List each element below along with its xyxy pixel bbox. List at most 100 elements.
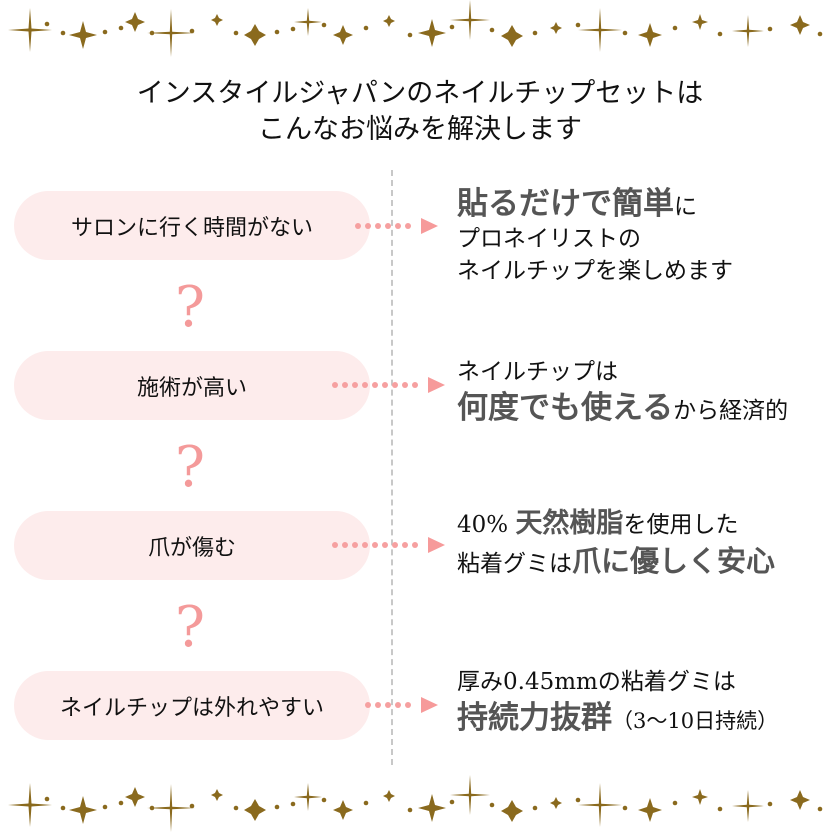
- sparkle-dot: [622, 805, 628, 811]
- solution-text: 厚み0.45mmの粘着グミは: [457, 669, 736, 695]
- sparkle-dot: [532, 805, 538, 811]
- problem-pill-1: サロンに行く時間がない: [14, 191, 370, 260]
- sparkle-dot: [321, 797, 327, 803]
- sparkle-dot: [407, 807, 413, 813]
- arrow-right-icon: [428, 537, 445, 553]
- sparkle-dot: [274, 804, 280, 810]
- solution-highlight: 持続力抜群: [457, 700, 612, 736]
- sparkle-icon: [211, 14, 223, 26]
- sparkle-icon: [383, 790, 395, 802]
- sparkle-dot: [149, 30, 155, 36]
- sparkle-dot: [575, 797, 581, 803]
- sparkle-icon: [125, 12, 145, 32]
- sparkle-icon: [8, 783, 52, 827]
- sparkle-dot: [489, 27, 495, 33]
- sparkle-icon: [692, 789, 708, 805]
- sparkle-icon: [501, 25, 523, 47]
- sparkle-dot: [489, 802, 495, 808]
- sparkle-dot: [672, 800, 678, 806]
- sparkle-icon: [450, 0, 490, 40]
- problem-label: サロンに行く時間がない: [70, 215, 313, 241]
- question-mark-icon: ?: [174, 435, 206, 500]
- sparkle-dot: [532, 30, 538, 36]
- sparkle-dot: [102, 804, 108, 810]
- solution-text: ネイルチップを楽しめます: [457, 258, 733, 284]
- sparkle-icon: [244, 799, 266, 821]
- solution-text: （3〜10日持続）: [612, 709, 779, 733]
- solution-highlight: 天然樹脂: [515, 508, 624, 539]
- problem-pill-4: ネイルチップは外れやすい: [14, 671, 370, 740]
- sparkle-dot: [149, 805, 155, 811]
- question-mark-icon: ?: [174, 595, 206, 660]
- sparkle-icon: [732, 15, 764, 47]
- solution-text: ネイルチップは: [457, 359, 618, 385]
- divider-dashed: [391, 170, 393, 765]
- sparkle-dot: [449, 799, 455, 805]
- sparkle-dot: [672, 25, 678, 31]
- sparkle-dot: [189, 28, 195, 34]
- sparkle-icon: [147, 784, 195, 832]
- arrow-right-icon: [421, 697, 438, 713]
- sparkle-icon: [211, 789, 223, 801]
- sparkle-icon: [294, 8, 322, 36]
- sparkle-icon: [692, 14, 708, 30]
- question-mark-icon: ?: [174, 275, 206, 340]
- solution-text: 粘着グミは: [457, 551, 572, 577]
- headline: インスタイルジャパンのネイルチップセットは こんなお悩みを解決します: [0, 76, 840, 148]
- solution-text: から経済的: [673, 398, 789, 424]
- solution-highlight: 何度でも使える: [457, 390, 674, 426]
- sparkle-dot: [290, 801, 296, 807]
- sparkle-icon: [333, 800, 353, 820]
- solution-text: 40%: [457, 512, 516, 538]
- sparkle-icon: [578, 783, 622, 827]
- sparkle-icon: [147, 9, 195, 57]
- problem-label: 爪が傷む: [147, 535, 236, 561]
- arrow-connector-2: [332, 377, 445, 393]
- problem-label: 施術が高い: [136, 375, 247, 401]
- arrow-right-icon: [421, 218, 438, 234]
- solution-text: を使用した: [623, 512, 739, 538]
- sparkle-dot: [363, 25, 369, 31]
- sparkle-dot: [449, 24, 455, 30]
- headline-line-2: こんなお悩みを解決します: [258, 114, 582, 145]
- sparkle-dot: [817, 31, 823, 37]
- sparkle-dot: [118, 25, 124, 31]
- sparkle-dot: [60, 805, 66, 811]
- sparkle-border-bottom: [8, 775, 823, 832]
- sparkle-icon: [294, 783, 322, 811]
- sparkle-border-top: [8, 0, 823, 57]
- arrow-connector-4: [365, 697, 438, 713]
- sparkle-icon: [418, 794, 446, 822]
- sparkle-icon: [125, 787, 145, 807]
- sparkle-icon: [550, 797, 562, 809]
- solution-highlight: 貼るだけで簡単: [457, 186, 674, 222]
- headline-line-1: インスタイルジャパンのネイルチップセットは: [136, 78, 704, 109]
- sparkle-icon: [69, 21, 97, 49]
- sparkle-dot: [767, 26, 773, 32]
- sparkle-dot: [321, 22, 327, 28]
- solution-3: 40% 天然樹脂を使用した 粘着グミは爪に優しく安心: [457, 508, 775, 580]
- problem-pill-3: 爪が傷む: [14, 511, 370, 580]
- sparkle-icon: [578, 8, 622, 52]
- solution-text: プロネイリストの: [457, 226, 641, 252]
- sparkle-icon: [244, 24, 266, 46]
- solution-1: 貼るだけで簡単に プロネイリストの ネイルチップを楽しめます: [457, 188, 733, 287]
- sparkle-icon: [333, 25, 353, 45]
- problem-label: ネイルチップは外れやすい: [59, 695, 324, 721]
- sparkle-dot: [575, 22, 581, 28]
- sparkle-icon: [501, 800, 523, 822]
- sparkle-dot: [622, 30, 628, 36]
- solution-highlight: 爪に優しく安心: [572, 544, 776, 578]
- sparkle-dot: [717, 806, 723, 812]
- arrow-right-icon: [428, 377, 445, 393]
- sparkle-icon: [450, 775, 490, 815]
- sparkle-dot: [44, 21, 50, 27]
- sparkle-icon: [69, 796, 97, 824]
- sparkle-dot: [189, 803, 195, 809]
- sparkle-dot: [60, 30, 66, 36]
- solution-4: 厚み0.45mmの粘着グミは 持続力抜群（3〜10日持続）: [457, 666, 778, 737]
- sparkle-dot: [817, 806, 823, 812]
- sparkle-dot: [44, 796, 50, 802]
- sparkle-icon: [418, 19, 446, 47]
- solution-2: ネイルチップは 何度でも使えるから経済的: [457, 356, 788, 427]
